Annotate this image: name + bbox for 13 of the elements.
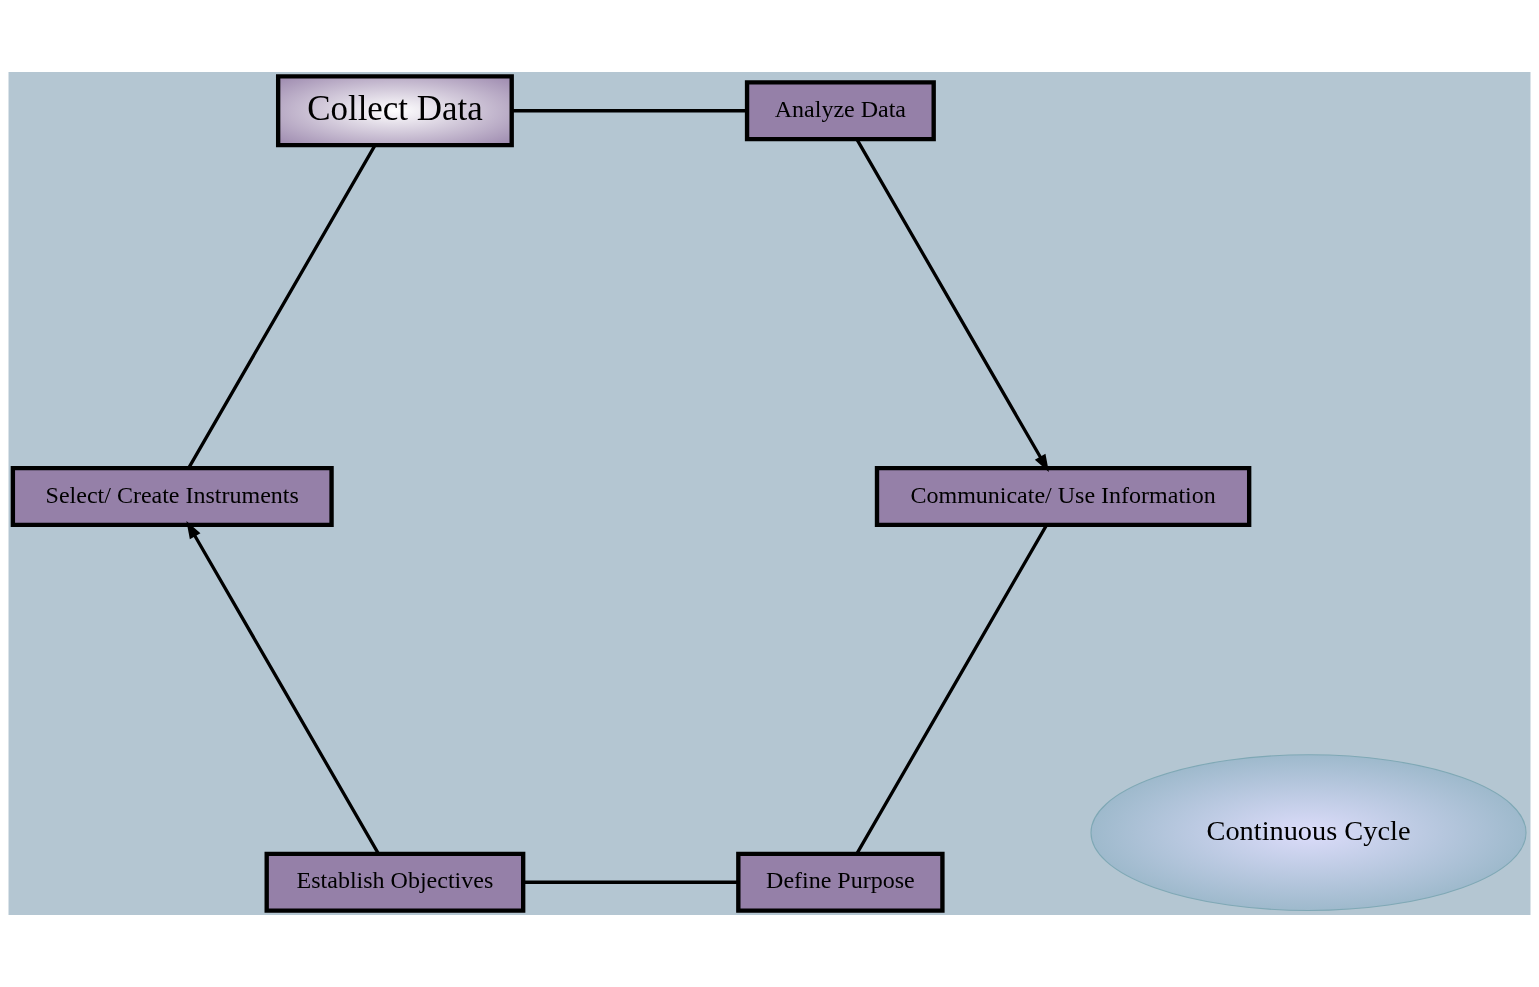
node-box: Define Purpose	[736, 851, 945, 913]
node-box: Communicate/ Use Information	[874, 465, 1252, 528]
connector	[855, 524, 1048, 855]
node-box: Analyze Data	[744, 80, 936, 142]
connector	[523, 880, 739, 884]
node-box: Establish Objectives	[264, 851, 526, 913]
node-box: Collect Data	[275, 74, 514, 148]
connector	[187, 144, 377, 469]
arrow	[186, 521, 380, 855]
connector	[511, 109, 747, 113]
arrow	[855, 138, 1049, 472]
node-box: Select/ Create Instruments	[10, 465, 334, 528]
node-ellipse: Continuous Cycle	[1090, 754, 1527, 912]
